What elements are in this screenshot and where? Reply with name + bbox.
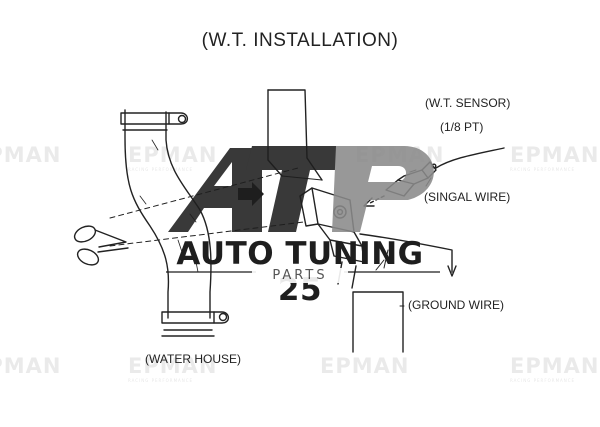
diagram-title: (W.T. INSTALLATION) [201,30,399,51]
watermark-subtext: RACING PERFORMANCE [510,378,576,383]
ground-wire-label: (GROUND WIRE) [408,298,504,312]
signal-wire-label: (SINGAL WIRE) [424,190,511,204]
scissors-icon [73,225,129,266]
wt-sensor-label: (W.T. SENSOR) [425,96,511,110]
water-hose-left-edge [124,109,170,319]
watermark: EPMAN [128,354,218,378]
watermark: EPMAN [128,143,218,167]
adapter-lower-pipe [352,291,404,353]
water-house-label: (WATER HOUSE) [145,352,241,366]
watermark: EPMAN [510,354,600,378]
hose-clamp-top [120,112,170,125]
watermark: EPMAN [0,354,62,378]
watermark-subtext: RACING PERFORMANCE [510,167,576,172]
hose-clamp-bottom [161,311,215,324]
ground-wire-line [359,233,453,273]
watermark: EPMAN [0,143,62,167]
logo-subtitle: PARTS [252,268,348,283]
watermark-subtext: RACING PERFORMANCE [128,378,194,383]
watermark-subtext: RACING PERFORMANCE [128,167,194,172]
cut-line-upper [109,167,299,219]
watermark: EPMAN [510,143,600,167]
signal-wire-line [435,147,505,169]
watermark: EPMAN [320,354,410,378]
logo-name: AUTO TUNING 25 [176,236,424,308]
thread-size-label: (1/8 PT) [440,120,484,134]
atp-logo [168,146,434,232]
